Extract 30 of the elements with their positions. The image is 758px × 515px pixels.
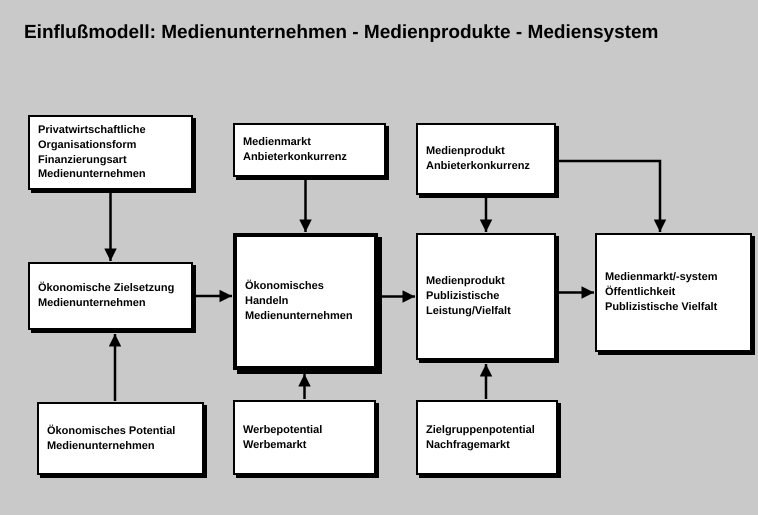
process-box [595, 233, 752, 352]
process-box [28, 115, 193, 190]
node-label: Medienprodukt Anbieterkonkurrenz [426, 144, 531, 174]
node-label: Ökonomisches Potential Medienunternehmen [47, 424, 176, 454]
node-label: Ökonomisches Handeln Medienunternehmen [245, 279, 354, 324]
arrow [108, 334, 122, 401]
process-box [416, 400, 558, 475]
arrow [298, 374, 311, 399]
arrow [480, 198, 492, 232]
arrow [299, 180, 312, 232]
process-box [416, 123, 556, 195]
node-label: Privatwirtschaftliche Organisationsform Finanzierungsart Medienunternehmen [38, 122, 147, 182]
process-box [28, 262, 193, 330]
node-label: Ökonomische Zielsetzung Medienunternehmen [38, 281, 176, 311]
arrow [104, 193, 117, 261]
process-box [233, 123, 386, 177]
arrow [381, 290, 415, 303]
process-box [37, 402, 204, 475]
node-label: Medienmarkt/-system Öffentlichkeit Publizistische Vielfalt [605, 270, 718, 315]
node-label: Medienmarkt Anbieterkonkurrenz [243, 135, 348, 165]
node-label: Medienprodukt Publizistische Leistung/Vielfalt [426, 274, 512, 319]
process-box [233, 400, 376, 475]
arrow [559, 160, 666, 232]
diagram-title: Einflußmodell: Medienunternehmen - Medienprodukte - Mediensystem [24, 22, 658, 44]
node-label: Werbepotential Werbemarkt [243, 422, 324, 452]
arrow [559, 286, 594, 299]
arrow [196, 290, 232, 302]
node-label: Zielgruppenpotential Nachfragemarkt [426, 422, 536, 452]
process-box [416, 233, 556, 360]
arrow [480, 364, 492, 399]
